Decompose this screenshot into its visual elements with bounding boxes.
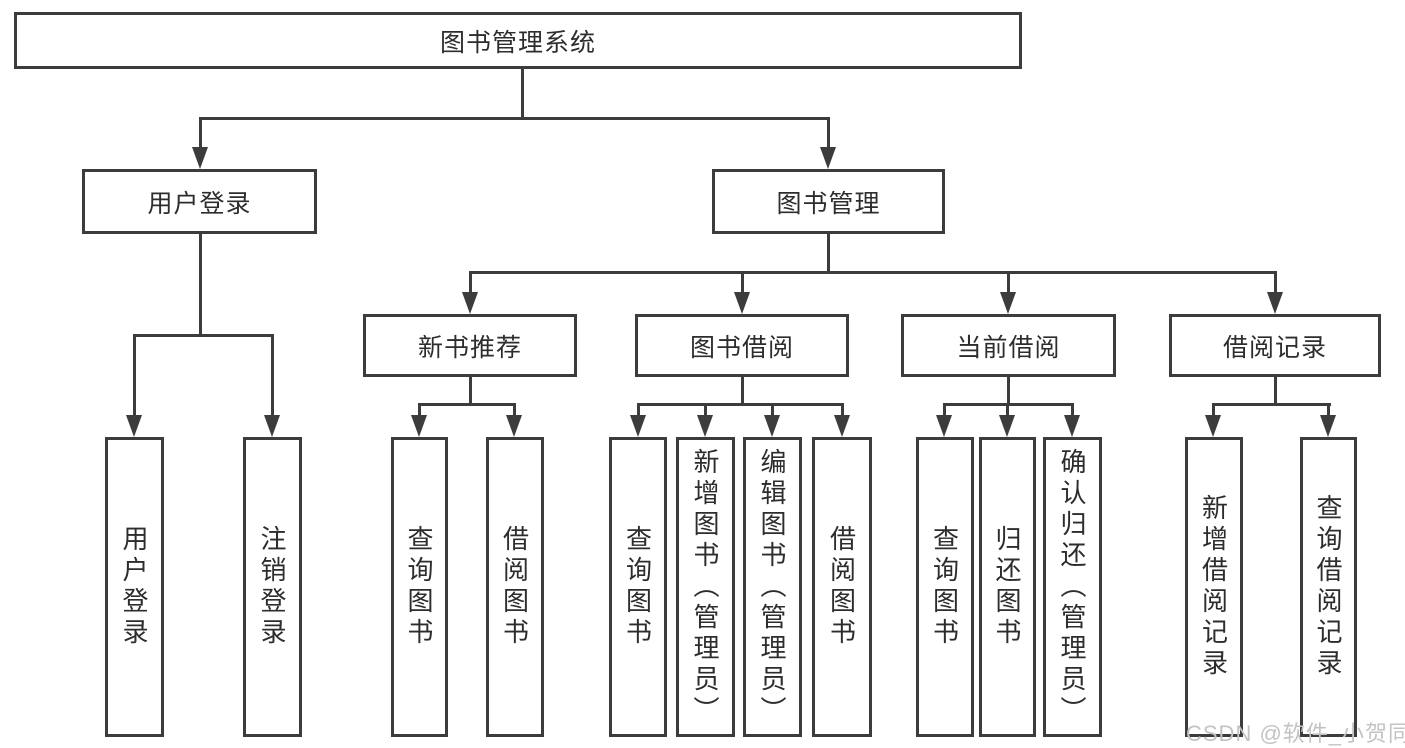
connector-line-vertical bbox=[271, 334, 274, 419]
node-book-management: 图书管理 bbox=[712, 169, 945, 234]
connector-line-vertical bbox=[1007, 271, 1010, 295]
leaf-label: 新增借阅记录 bbox=[1198, 494, 1229, 680]
leaf-label: 确认归还（管理员） bbox=[1057, 447, 1087, 727]
connector-line-vertical bbox=[741, 271, 744, 295]
connector-line-horizontal bbox=[133, 334, 274, 337]
connector-line-vertical bbox=[943, 403, 946, 419]
connector-line-horizontal bbox=[418, 403, 516, 406]
node-borrow-records: 借阅记录 bbox=[1169, 314, 1381, 377]
node-user-login: 用户登录 bbox=[82, 169, 317, 234]
leaf-label: 借阅图书 bbox=[826, 525, 857, 649]
connector-line-vertical bbox=[1212, 403, 1215, 419]
connector-line-vertical bbox=[704, 403, 707, 419]
connector-line-vertical bbox=[521, 68, 524, 118]
leaf-current-confirm-return-admin: 确认归还（管理员） bbox=[1043, 437, 1102, 737]
connector-line-vertical bbox=[827, 233, 830, 274]
leaf-borrowing-query-book: 查询图书 bbox=[609, 437, 667, 737]
node-new-book-recommend: 新书推荐 bbox=[363, 314, 577, 377]
connector-line-vertical bbox=[1071, 403, 1074, 419]
arrow-down-icon bbox=[411, 415, 427, 437]
arrow-down-icon bbox=[1000, 292, 1016, 314]
leaf-borrowing-add-book-admin: 新增图书（管理员） bbox=[676, 437, 735, 737]
arrow-down-icon bbox=[462, 292, 478, 314]
arrow-down-icon bbox=[834, 415, 850, 437]
leaf-label: 查询图书 bbox=[622, 525, 653, 649]
node-book-borrowing: 图书借阅 bbox=[635, 314, 849, 377]
connector-line-vertical bbox=[1274, 271, 1277, 295]
arrow-down-icon bbox=[506, 415, 522, 437]
leaf-label: 新增图书（管理员） bbox=[690, 447, 720, 727]
leaf-label: 用户登录 bbox=[119, 525, 149, 649]
csdn-watermark: CSDN @软件_小贺同学 bbox=[1186, 721, 1405, 746]
connector-line-vertical bbox=[469, 376, 472, 406]
arrow-down-icon bbox=[820, 147, 836, 169]
connector-line-vertical bbox=[637, 403, 640, 419]
arrow-down-icon bbox=[936, 415, 952, 437]
leaf-logout-login: 注销登录 bbox=[243, 437, 302, 737]
node-library-management-system: 图书管理系统 bbox=[14, 12, 1022, 69]
leaf-label: 查询借阅记录 bbox=[1313, 494, 1343, 680]
connector-line-vertical bbox=[199, 233, 202, 335]
connector-line-vertical bbox=[841, 403, 844, 419]
leaf-records-query-borrow-record: 查询借阅记录 bbox=[1300, 437, 1357, 737]
node-current-borrowing: 当前借阅 bbox=[901, 314, 1116, 377]
connector-line-vertical bbox=[469, 271, 472, 295]
arrow-down-icon bbox=[1205, 415, 1221, 437]
leaf-newbook-borrow-book: 借阅图书 bbox=[486, 437, 544, 737]
leaf-label: 借阅图书 bbox=[499, 525, 530, 649]
connector-line-horizontal bbox=[199, 117, 830, 120]
connector-line-horizontal bbox=[637, 403, 844, 406]
leaf-user-login: 用户登录 bbox=[105, 437, 164, 737]
arrow-down-icon bbox=[764, 415, 780, 437]
arrow-down-icon bbox=[1320, 415, 1336, 437]
connector-line-vertical bbox=[513, 403, 516, 419]
arrow-down-icon bbox=[126, 415, 142, 437]
connector-line-horizontal bbox=[1212, 403, 1331, 406]
connector-line-vertical bbox=[771, 403, 774, 419]
arrow-down-icon bbox=[999, 415, 1015, 437]
arrow-down-icon bbox=[697, 415, 713, 437]
leaf-label: 编辑图书（管理员） bbox=[757, 447, 787, 727]
leaf-label: 查询图书 bbox=[404, 525, 434, 649]
arrow-down-icon bbox=[630, 415, 646, 437]
leaf-label: 注销登录 bbox=[257, 525, 287, 649]
connector-line-vertical bbox=[199, 117, 202, 149]
leaf-newbook-query-book: 查询图书 bbox=[391, 437, 448, 737]
connector-line-vertical bbox=[1274, 376, 1277, 406]
connector-line-vertical bbox=[741, 376, 744, 406]
arrow-down-icon bbox=[734, 292, 750, 314]
leaf-current-return-book: 归还图书 bbox=[979, 437, 1036, 737]
leaf-borrowing-edit-book-admin: 编辑图书（管理员） bbox=[743, 437, 802, 737]
connector-line-vertical bbox=[1007, 376, 1010, 406]
leaf-current-query-book: 查询图书 bbox=[916, 437, 974, 737]
connector-line-vertical bbox=[133, 334, 136, 419]
arrow-down-icon bbox=[264, 415, 280, 437]
connector-line-horizontal bbox=[469, 271, 1277, 274]
leaf-records-add-borrow-record: 新增借阅记录 bbox=[1185, 437, 1243, 737]
leaf-borrowing-borrow-book: 借阅图书 bbox=[812, 437, 872, 737]
arrow-down-icon bbox=[1267, 292, 1283, 314]
connector-line-vertical bbox=[1006, 403, 1009, 419]
arrow-down-icon bbox=[192, 147, 208, 169]
leaf-label: 归还图书 bbox=[992, 525, 1022, 649]
arrow-down-icon bbox=[1064, 415, 1080, 437]
connector-line-vertical bbox=[827, 117, 830, 149]
leaf-label: 查询图书 bbox=[929, 525, 960, 649]
connector-line-vertical bbox=[1327, 403, 1330, 419]
connector-line-vertical bbox=[418, 403, 421, 419]
